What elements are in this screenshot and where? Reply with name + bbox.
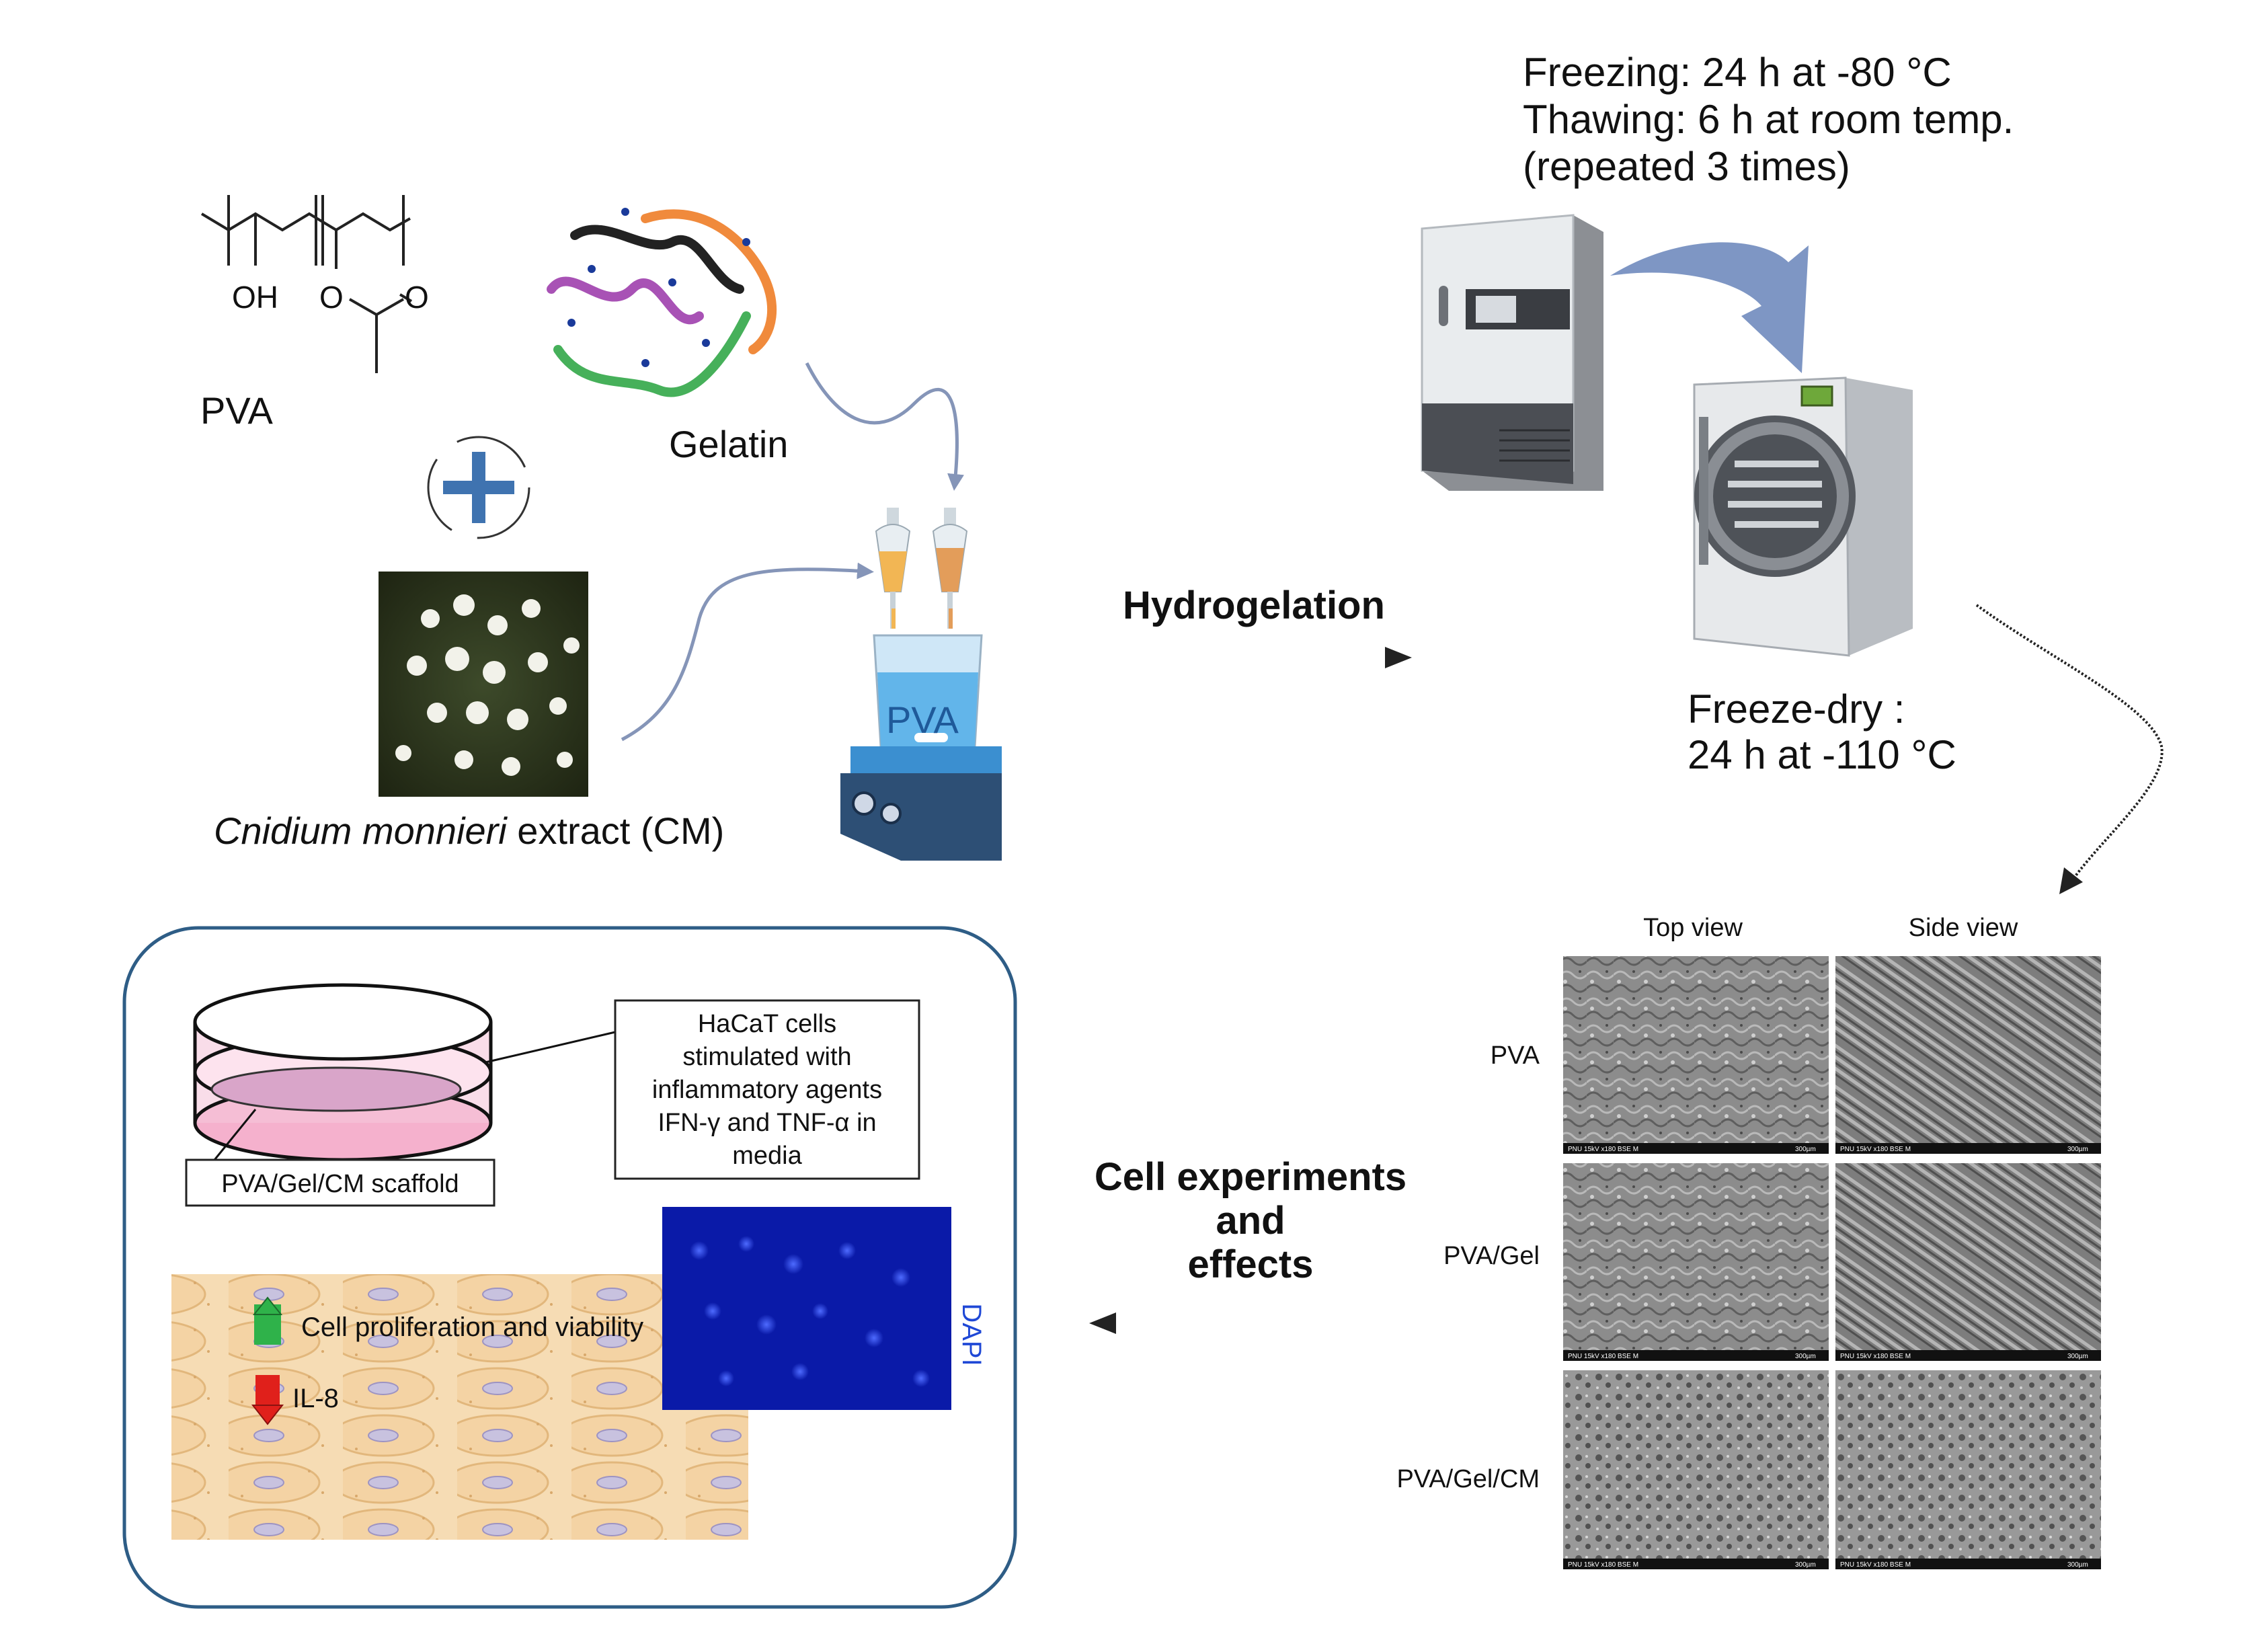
sem-row-pva-gel: PVA/Gel <box>1443 1242 1540 1270</box>
freeze-dry-line-1: Freeze-dry : <box>1688 686 1905 732</box>
sem-scale-text-4: PNU 15kV x180 BSE M <box>1840 1353 1911 1360</box>
pva-o2-text: O <box>405 280 429 315</box>
sem-row-pva: PVA <box>1491 1041 1540 1070</box>
hydrogelation-arrowhead <box>1385 647 1412 668</box>
hydrogelation-label: Hydrogelation <box>1123 584 1385 627</box>
freezer-icon <box>1421 214 1603 491</box>
pva-structure <box>200 195 413 373</box>
gelatin-label: Gelatin <box>669 423 788 465</box>
sem-scale-value-1: 300µm <box>1795 1146 1816 1153</box>
cell-experiments-arrowhead <box>1089 1312 1116 1334</box>
cnidium-extract-text: extract (CM) <box>507 810 725 852</box>
petri-dish-icon <box>193 983 493 1162</box>
sem-col-top-view: Top view <box>1643 914 1743 942</box>
scaffold-leader-line <box>210 1109 257 1164</box>
hacat-line-1: HaCaT cells <box>698 1010 836 1038</box>
freeze-thaw-line-2: Thawing: 6 h at room temp. <box>1523 97 2014 142</box>
sem-row-pva-gel-cm: PVA/Gel/CM <box>1396 1465 1540 1493</box>
gelatin-icon <box>547 208 777 397</box>
scaffold-label: PVA/Gel/CM scaffold <box>221 1170 459 1198</box>
cnidium-label: Cnidium monnieri extract (CM) <box>214 810 724 852</box>
pva-o1-text: O <box>319 280 344 315</box>
funnel-left-icon <box>875 508 911 629</box>
dryer-to-sem-arrowhead <box>2059 867 2083 894</box>
sem-scale-text-5: PNU 15kV x180 BSE M <box>1568 1561 1638 1569</box>
cell-experiments-line-2: and <box>1216 1199 1285 1243</box>
cell-experiments-line-3: effects <box>1188 1243 1314 1286</box>
cell-experiments-line-1: Cell experiments <box>1095 1155 1406 1199</box>
hacat-line-5: media <box>732 1142 802 1170</box>
freezer-to-dryer-arrow <box>1610 242 1809 373</box>
dapi-label: DAPI <box>957 1303 986 1366</box>
sem-image-pva-gel-cm-side: PNU 15kV x180 BSE M 300µm <box>1835 1370 2101 1569</box>
il8-label: IL-8 <box>292 1384 339 1413</box>
sem-scale-value-6: 300µm <box>2067 1561 2088 1569</box>
sem-image-pva-gel-cm-top: PNU 15kV x180 BSE M 300µm <box>1563 1370 1829 1569</box>
beaker-label: PVA <box>886 699 959 741</box>
sem-scale-value-3: 300µm <box>1795 1353 1816 1360</box>
dryer-to-sem-arrow <box>1975 604 2164 889</box>
dapi-image <box>662 1207 951 1410</box>
funnel-right-icon <box>932 508 968 629</box>
hacat-line-4: IFN-γ and TNF-α in <box>658 1109 876 1137</box>
sem-scale-value-5: 300µm <box>1795 1561 1816 1569</box>
up-arrow-icon <box>252 1296 283 1315</box>
pva-label: PVA <box>200 389 274 432</box>
sem-image-pva-side: PNU 15kV x180 BSE M 300µm <box>1835 956 2101 1154</box>
plus-icon <box>427 436 530 539</box>
hacat-leader-line <box>485 1031 616 1064</box>
freeze-dryer-icon <box>1693 377 1913 657</box>
beaker-stirrer-icon: PVA <box>840 508 1002 861</box>
sem-scale-value-4: 300µm <box>2067 1353 2088 1360</box>
gelatin-to-funnel-arrow <box>805 362 964 491</box>
freeze-thaw-line-1: Freezing: 24 h at -80 °C <box>1523 50 1952 95</box>
hacat-box <box>614 999 920 1180</box>
sem-scale-value-2: 300µm <box>2067 1146 2088 1153</box>
proliferation-label: Cell proliferation and viability <box>301 1312 643 1342</box>
freeze-dry-line-2: 24 h at -110 °C <box>1688 732 1956 777</box>
sem-col-side-view: Side view <box>1909 914 2018 942</box>
hacat-line-2: stimulated with <box>682 1043 851 1071</box>
down-arrow-shaft <box>255 1375 280 1409</box>
sem-scale-text-3: PNU 15kV x180 BSE M <box>1568 1353 1638 1360</box>
cnidium-to-funnel-arrow <box>621 562 874 742</box>
sem-scale-text-1: PNU 15kV x180 BSE M <box>1568 1146 1638 1153</box>
freeze-thaw-line-3: (repeated 3 times) <box>1523 144 1850 189</box>
cnidium-photo <box>379 572 588 797</box>
sem-scale-text-6: PNU 15kV x180 BSE M <box>1840 1561 1911 1569</box>
cnidium-italic-text: Cnidium monnieri <box>214 810 508 852</box>
sem-image-pva-gel-top: PNU 15kV x180 BSE M 300µm <box>1563 1163 1829 1361</box>
sem-scale-text-2: PNU 15kV x180 BSE M <box>1840 1146 1911 1153</box>
pva-oh-text: OH <box>232 280 278 315</box>
sem-image-pva-gel-side: PNU 15kV x180 BSE M 300µm <box>1835 1163 2101 1361</box>
sem-image-pva-top: PNU 15kV x180 BSE M 300µm <box>1563 956 1829 1154</box>
hacat-line-3: inflammatory agents <box>652 1076 882 1104</box>
scaffold-box <box>185 1158 496 1207</box>
down-arrow-icon <box>251 1405 284 1425</box>
